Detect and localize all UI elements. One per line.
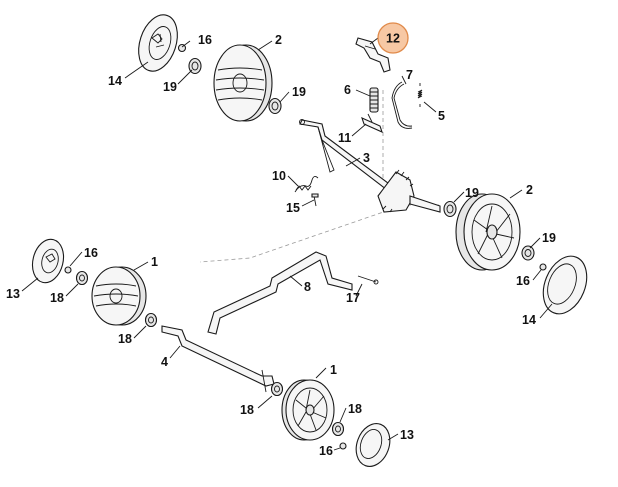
- callout-5[interactable]: 5: [438, 109, 445, 123]
- rear-wheel-2-right[interactable]: [455, 193, 521, 271]
- bracket-11[interactable]: [361, 113, 383, 134]
- hubcap-13-bottom[interactable]: [350, 419, 395, 471]
- callout-14-top-left[interactable]: 14: [108, 74, 122, 88]
- hubcap-14-top-left[interactable]: [132, 10, 184, 76]
- callout-19-right-outer[interactable]: 19: [542, 231, 556, 245]
- bearing-18-bottom-inner[interactable]: [270, 381, 284, 397]
- link-rod-7[interactable]: [391, 81, 413, 129]
- callout-3[interactable]: 3: [363, 151, 370, 165]
- bearing-18-left-inner[interactable]: [75, 270, 89, 286]
- hubcap-13-left[interactable]: [28, 236, 68, 286]
- callout-15[interactable]: 15: [286, 201, 300, 215]
- callout-7[interactable]: 7: [406, 68, 413, 82]
- pin-17[interactable]: [357, 275, 379, 285]
- front-axle-4[interactable]: [161, 325, 275, 393]
- bearing-18-bottom-outer[interactable]: [331, 421, 345, 437]
- assembly-guide-lines: [199, 90, 440, 263]
- screw-16-left[interactable]: [64, 266, 72, 274]
- bearing-19-right-outer[interactable]: [521, 245, 535, 261]
- spring-5[interactable]: [417, 83, 423, 107]
- torsion-spring-6[interactable]: [369, 87, 379, 113]
- front-wheel-1-bottom[interactable]: [281, 379, 335, 441]
- callout-12-label: 12: [386, 32, 400, 46]
- callout-16-top-left[interactable]: 16: [198, 33, 212, 47]
- callout-18-left-outer[interactable]: 18: [118, 332, 132, 346]
- height-adjuster-sector[interactable]: [377, 169, 441, 213]
- spring-10[interactable]: [294, 175, 319, 193]
- callout-2-top[interactable]: 2: [275, 33, 282, 47]
- callout-19-top-left[interactable]: 19: [163, 80, 177, 94]
- callout-6[interactable]: 6: [344, 83, 351, 97]
- screw-15[interactable]: [311, 193, 319, 207]
- rear-wheel-2-top[interactable]: [213, 44, 273, 122]
- callout-16-left[interactable]: 16: [84, 246, 98, 260]
- callout-16-bottom[interactable]: 16: [319, 444, 333, 458]
- bearing-18-left-outer[interactable]: [144, 312, 158, 328]
- callout-1-left[interactable]: 1: [151, 255, 158, 269]
- callout-13-left[interactable]: 13: [6, 287, 20, 301]
- callout-18-bottom-outer[interactable]: 18: [348, 402, 362, 416]
- callout-8[interactable]: 8: [304, 280, 311, 294]
- callout-19-right-inner[interactable]: 19: [465, 186, 479, 200]
- callout-4[interactable]: 4: [161, 355, 168, 369]
- bearing-19-top-left-inner[interactable]: [188, 57, 202, 75]
- callout-1-bottom[interactable]: 1: [330, 363, 337, 377]
- hubcap-14-right[interactable]: [535, 250, 595, 321]
- callout-labels: 16 2 14 19 19 6 7 5 11 3 10 15 19 2 19 1…: [6, 33, 556, 458]
- screw-16-bottom[interactable]: [339, 442, 347, 450]
- callout-14-right[interactable]: 14: [522, 313, 536, 327]
- rod-8[interactable]: [207, 251, 353, 335]
- callout-19-top-mid[interactable]: 19: [292, 85, 306, 99]
- callout-18-bottom-inner[interactable]: 18: [240, 403, 254, 417]
- adjusting-lever-12[interactable]: [355, 37, 391, 73]
- callout-13-bottom[interactable]: 13: [400, 428, 414, 442]
- bearing-19-right-inner[interactable]: [443, 200, 457, 218]
- callout-16-right[interactable]: 16: [516, 274, 530, 288]
- front-wheel-1-left[interactable]: [91, 266, 147, 326]
- bearing-19-top-left-outer[interactable]: [268, 97, 282, 115]
- callout-10[interactable]: 10: [272, 169, 286, 183]
- callout-12-highlighted[interactable]: 12: [377, 22, 409, 54]
- callout-17[interactable]: 17: [346, 291, 360, 305]
- leader-lines: [21, 37, 553, 451]
- callout-11[interactable]: 11: [338, 131, 351, 145]
- callout-18-left-inner[interactable]: 18: [50, 291, 64, 305]
- screw-16-right[interactable]: [539, 263, 547, 271]
- callout-2-right[interactable]: 2: [526, 183, 533, 197]
